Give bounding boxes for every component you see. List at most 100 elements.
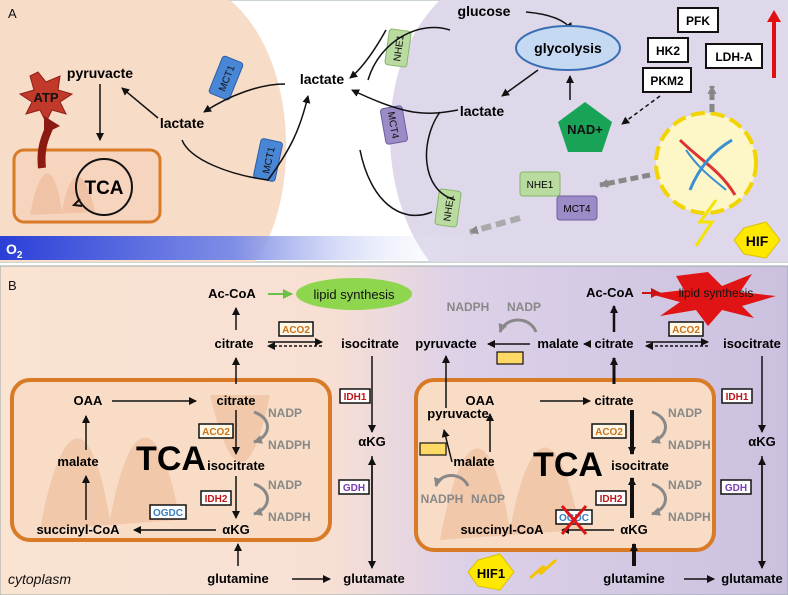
glutamate-right: glutamate <box>721 571 782 586</box>
tca-label-left: TCA <box>136 440 206 478</box>
akg-right: αKG <box>620 522 648 537</box>
tca-label-a: TCA <box>84 178 123 199</box>
tca-label-right: TCA <box>533 446 603 484</box>
pyruvate-top-right: pyruvacte <box>415 336 476 351</box>
o2-label: O2 <box>6 241 23 261</box>
nadp-in-right: NADP <box>471 492 505 506</box>
pyruvate-label-a: pyruvacte <box>67 65 133 81</box>
nhe1-transporter-top: NHE1 <box>384 28 412 68</box>
atp-starburst <box>18 71 74 124</box>
akg-out-right: αKG <box>748 434 776 449</box>
citrate-left: citrate <box>216 393 255 408</box>
svg-text:GDH: GDH <box>343 483 365 494</box>
nadph-top-right: NADPH <box>447 300 490 314</box>
cytoplasm-label: cytoplasm <box>8 571 71 587</box>
lipid-oval-left <box>296 278 412 310</box>
aco2-box-out-left <box>278 321 314 337</box>
tca-cycle-circle <box>75 158 133 216</box>
pkm2-box <box>642 67 692 93</box>
me-box-in <box>419 442 447 456</box>
idh1-box-left <box>339 388 371 404</box>
me-box-top <box>496 351 524 365</box>
pfk-label: PFK <box>686 14 710 28</box>
aco2-box-out-right <box>668 321 704 337</box>
o2-gradient <box>0 236 470 260</box>
oaa-left: OAA <box>74 393 104 408</box>
succinyl-left: succinyl-CoA <box>36 522 120 537</box>
nad-pentagon <box>558 102 612 152</box>
lightning-a <box>694 199 718 247</box>
pkm2-label: PKM2 <box>650 74 684 88</box>
succinyl-right: succinyl-CoA <box>460 522 544 537</box>
citrate-top-left: citrate <box>214 336 253 351</box>
isocitrate-out-left: isocitrate <box>341 336 399 351</box>
glutamine-left: glutamine <box>207 571 268 586</box>
hif-label: HIF <box>746 233 769 249</box>
accoa-label-left: Ac-CoA <box>208 286 256 301</box>
nad-label: NAD+ <box>567 122 603 137</box>
lactate-left-label: lactate <box>160 115 205 131</box>
panel-b-label: B <box>8 278 17 293</box>
mct1-transporter-top: MCT1 <box>208 55 244 101</box>
nadp-right-2: NADP <box>668 478 702 492</box>
glucose-label: glucose <box>458 3 511 19</box>
svg-text:GDH: GDH <box>725 483 747 494</box>
citrate-right: citrate <box>594 393 633 408</box>
akg-out-left: αKG <box>358 434 386 449</box>
akg-left: αKG <box>222 522 250 537</box>
nhe1-box-right <box>519 171 561 197</box>
lipid-label-right: lipid synthesis <box>679 286 754 300</box>
citrate-top-right: citrate <box>594 336 633 351</box>
nadp-left-2: NADP <box>268 478 302 492</box>
svg-text:MCT4: MCT4 <box>385 111 401 140</box>
nadph-in-right: NADPH <box>421 492 464 506</box>
ldha-box <box>705 43 763 69</box>
svg-text:MCT4: MCT4 <box>563 204 591 215</box>
idh2-box-right <box>595 490 627 506</box>
svg-text:ACO2: ACO2 <box>672 325 700 336</box>
svg-text:OGDC: OGDC <box>153 508 183 519</box>
nadph-left-2: NADPH <box>268 510 311 524</box>
svg-text:ACO2: ACO2 <box>282 325 310 336</box>
pfk-box <box>677 7 719 33</box>
malate-top-right: malate <box>537 336 578 351</box>
lipid-label-left: lipid synthesis <box>314 287 395 302</box>
lactate-right-label: lactate <box>460 103 505 119</box>
aco2-box-in-left <box>198 423 234 439</box>
nadp-top-right: NADP <box>507 300 541 314</box>
hif-hexagon <box>733 221 781 259</box>
malate-left: malate <box>57 454 98 469</box>
glycolysis-label: glycolysis <box>534 40 602 56</box>
aco2-box-in-right <box>591 423 627 439</box>
lipid-starburst-right <box>650 272 776 326</box>
hif1-label: HIF1 <box>477 566 505 581</box>
lightning-b <box>529 558 557 580</box>
svg-text:IDH1: IDH1 <box>344 392 367 403</box>
nadph-right-2: NADPH <box>668 510 711 524</box>
nadp-left-1: NADP <box>268 406 302 420</box>
panel-b: B cytoplasm Ac-CoA lipid synthesis citra… <box>0 265 788 595</box>
panel-a-label: A <box>8 6 17 21</box>
svg-text:NHE1: NHE1 <box>527 180 554 191</box>
mct4-transporter: MCT4 <box>380 105 408 145</box>
mct4-box-right <box>556 195 598 221</box>
idh1-box-right <box>721 388 753 404</box>
hk2-label: HK2 <box>656 44 680 58</box>
svg-text:IDH2: IDH2 <box>600 494 623 505</box>
nadp-right-1: NADP <box>668 406 702 420</box>
nhe1-transporter-bottom: NHE1 <box>434 188 462 228</box>
oaa-right: OAA <box>466 393 496 408</box>
gdh-box-right <box>720 479 752 495</box>
svg-text:ACO2: ACO2 <box>202 427 230 438</box>
gdh-box-left <box>338 479 370 495</box>
ldha-label: LDH-A <box>715 50 753 64</box>
hk2-box <box>647 37 689 63</box>
pyruvate-right: pyruvacte <box>427 406 488 421</box>
idh2-box-left <box>200 490 232 506</box>
nadph-right-1: NADPH <box>668 438 711 452</box>
glutamate-left: glutamate <box>343 571 404 586</box>
panel-a: O2 A TCA ATP pyruvacte lactate MCT1 MCT1… <box>0 0 788 263</box>
isocitrate-out-right: isocitrate <box>723 336 781 351</box>
